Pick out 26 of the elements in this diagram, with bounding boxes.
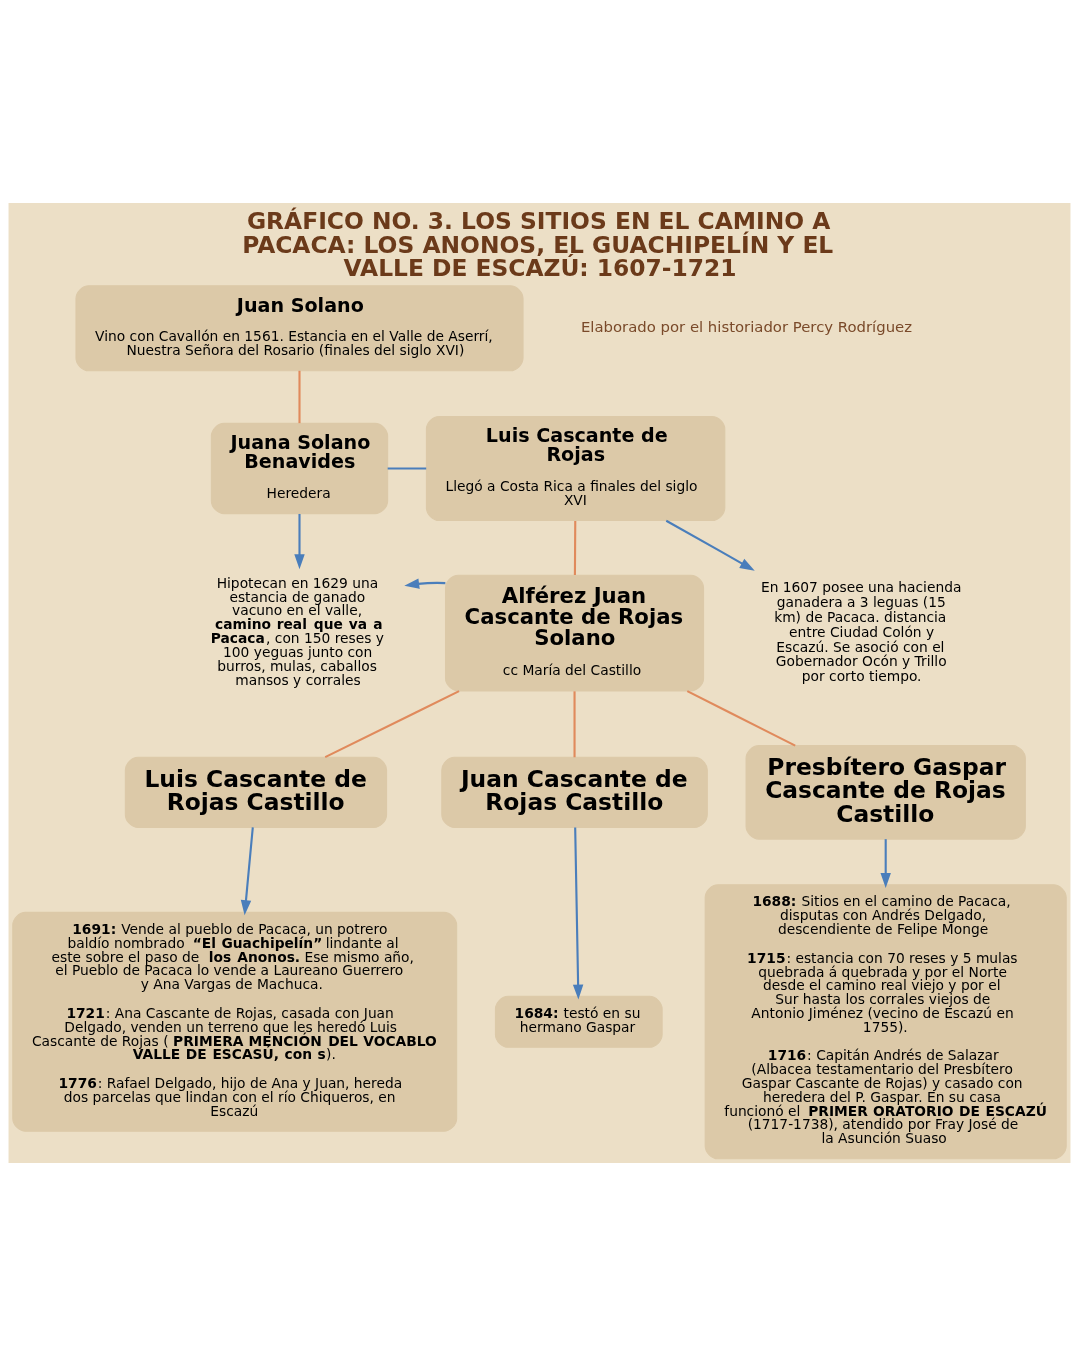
node-text: En 1607 posee una hacienda ganadera a 3 leguas (15 km) de Pacaca. distancia entre Ciudad Colón y Escazú. Se asoció con el Gobernador Ocón y Trillo por corto tiempo.: [760, 579, 962, 685]
arrow: [665, 519, 755, 571]
arrow: [240, 827, 254, 916]
connector: [298, 370, 301, 424]
node-box: Alférez Juan Cascante de Rojas Solano cc María del Castillo: [445, 574, 705, 692]
diagram-title: GRÁFICO NO. 3. LOS SITIOS EN EL CAMINO A PACACA: LOS ANONOS, EL GUACHIPELÍN Y EL VALLE DE ESCAZÚ: 1607-1721: [242, 207, 834, 282]
node-box: Juan Solano Vino con Cavallón en 1561. Estancia en el Valle de Aserrí, Nuestra Señora del Rosario (finales del siglo XVI): [75, 285, 524, 372]
arrow: [294, 513, 305, 570]
arrow: [572, 827, 584, 1000]
connector: [573, 520, 577, 576]
connector: [324, 690, 460, 759]
arrow: [404, 578, 446, 589]
node-box: Luis Cascante de Rojas Llegó a Costa Rica a finales del siglo XVI: [425, 415, 726, 522]
node-box: Juana Solano Benavides Heredera: [210, 422, 389, 515]
node-box: 1691: Vende al pueblo de Pacaca, un potrero baldío nombrado “El Guachipelín” lindante al este sobre el paso de los Anonos. Ese mismo año, el Pueblo de Pacaca lo vende a Laureano Guerrero y Ana Vargas de Machuca. 1721: Ana Cascante de Rojas, casada con Juan Delgado, venden un terreno que les heredó Luis Cascante de Rojas (PRIMERA MENCIÓN DEL VOCABLO VALLE DE ESCASÚ, con s). 1776: Rafael Delgado, hijo de Ana y Juan, hereda dos parcelas que lindan con el río Chiqueros, en Escazú: [12, 911, 458, 1132]
node-text: Hipotecan en 1629 una estancia de ganado vacuno en el valle, camino real que va a Pacaca, con 150 reses y 100 yeguas junto con burros, mulas, caballos mansos y corrales: [210, 574, 384, 688]
node-box: Luis Cascante de Rojas Castillo: [124, 756, 388, 828]
node-box: 1684: testó en su hermano Gaspar: [494, 995, 663, 1048]
connector: [387, 467, 427, 470]
node-box: Juan Cascante de Rojas Castillo: [441, 756, 708, 828]
connector: [686, 690, 796, 747]
node-box: Presbítero Gaspar Cascante de Rojas Castillo: [745, 745, 1026, 840]
label: Elaborado por el historiador Percy Rodríguez: [580, 318, 913, 337]
arrow: [880, 839, 891, 888]
node-box: 1688: Sitios en el camino de Pacaca, disputas con Andrés Delgado, descendiente de Felipe Monge 1715: estancia con 70 reses y 5 mulas quebrada á quebrada y por el Norte desde el camino real viejo y por el Sur hasta los corrales viejos de Antonio Jiménez (vecino de Escazú en 1755). 1716: Capitán Andrés de Salazar (Albacea testamentario del Presbítero Gaspar Cascante de Rojas) y casado con heredera del P. Gaspar. En su casa funcionó el PRIMER ORATORIO DE ESCAZÚ (1717-1738), atendido por Fray José de la Asunción Suaso: [704, 884, 1067, 1160]
connector: [573, 691, 576, 758]
